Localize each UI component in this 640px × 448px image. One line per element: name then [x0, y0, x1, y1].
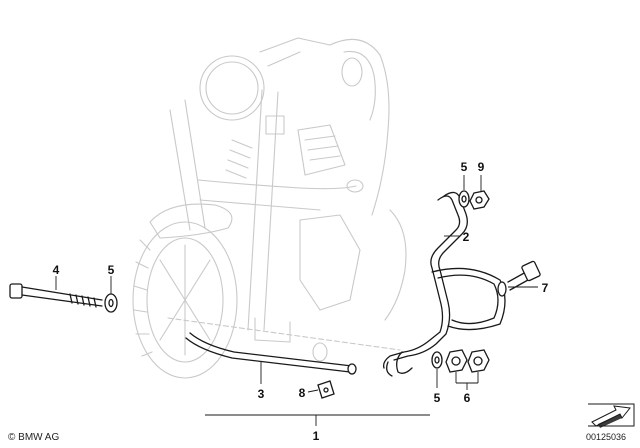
callout-7: 7: [542, 281, 549, 295]
callout-6: 6: [464, 391, 471, 405]
part-8-clamp: [317, 380, 335, 399]
leader-lines: [55, 175, 538, 426]
callout-9: 9: [478, 160, 485, 174]
callout-4: 4: [53, 263, 60, 277]
part-5-washer-top: [458, 190, 470, 208]
callout-8: 8: [299, 386, 306, 400]
part-5-washer-left: [104, 293, 118, 313]
callout-1: 1: [313, 429, 320, 443]
part-3-lower-bar: [185, 332, 357, 375]
part-9-nut: [469, 190, 490, 210]
part-6-nuts: [445, 349, 490, 373]
part-5-washer-bottom: [431, 351, 443, 369]
part-4-long-bolt: [9, 283, 103, 308]
callout-5-top: 5: [461, 160, 468, 174]
callout-5-bottom: 5: [434, 391, 441, 405]
motorcycle-outline: [132, 37, 407, 379]
callout-labels: 4 5 3 8 2 5 9 7 5 6 1: [53, 160, 549, 443]
copyright-label: © BMW AG: [8, 432, 60, 443]
callout-2: 2: [463, 230, 470, 244]
arrow-icon: [588, 403, 635, 428]
part-7-bolt-washer: [497, 260, 541, 297]
callout-3: 3: [258, 387, 265, 401]
callout-5-left: 5: [108, 263, 115, 277]
document-id-label: 00125036: [586, 432, 627, 442]
